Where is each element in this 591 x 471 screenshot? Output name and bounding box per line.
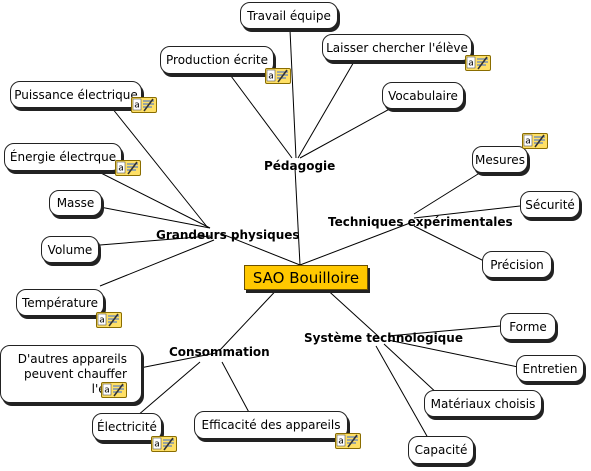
node-label: Précision [490, 257, 544, 272]
node-label: Vocabulaire [388, 88, 458, 103]
node-label: Laisser chercher l'élève [326, 40, 468, 55]
branch-pedagogie[interactable]: Pédagogie [264, 159, 336, 173]
note-icon[interactable] [334, 432, 362, 450]
note-icon[interactable] [130, 96, 158, 114]
node-label-line2: peuvent chauffer [24, 366, 127, 381]
node-label-line1: D'autres appareils [17, 351, 127, 366]
node-materiaux-choisis[interactable]: Matériaux choisis [424, 390, 542, 417]
branch-grandeurs[interactable]: Grandeurs physiques [156, 228, 300, 242]
edge-grandeurs-puissance [111, 107, 209, 229]
branch-techniques[interactable]: Techniques expérimentales [328, 215, 513, 229]
central-topic[interactable]: SAO Bouilloire [244, 265, 368, 290]
edge-central-techniques [299, 222, 411, 266]
note-icon[interactable] [264, 67, 292, 85]
edge-pedagogie-production [227, 71, 293, 159]
node-label: Entretien [522, 361, 578, 376]
edge-grandeurs-volume [99, 235, 211, 246]
node-label: Volume [47, 242, 93, 257]
edge-systeme-capacite [375, 345, 433, 446]
edge-systeme-forme [387, 325, 501, 337]
edge-pedagogie-vocabulaire [299, 105, 396, 159]
edge-consommation-electricite [129, 361, 201, 423]
node-label: Sécurité [525, 197, 575, 212]
node-label: Électricité [97, 420, 157, 434]
node-production-ecrite[interactable]: Production écrite [160, 46, 274, 74]
edge-techniques-securite [413, 205, 521, 219]
edge-techniques-precision [413, 225, 493, 266]
edge-grandeurs-masse [99, 206, 211, 229]
edge-grandeurs-energie [94, 169, 211, 229]
edge-central-pedagogie [294, 167, 301, 266]
edge-central-grandeurs [221, 233, 301, 266]
node-travail-equipe[interactable]: Travail équipe [240, 2, 338, 29]
node-precision[interactable]: Précision [482, 251, 552, 278]
node-label: Travail équipe [247, 8, 331, 23]
edge-systeme-materiaux [383, 343, 441, 397]
edge-pedagogie-laisser [297, 59, 356, 159]
node-electricite[interactable]: Électricité [92, 413, 162, 441]
edge-pedagogie-travail [289, 29, 297, 159]
node-label: Puissance électrique [14, 87, 138, 102]
node-laisser-chercher[interactable]: Laisser chercher l'élève [322, 34, 472, 61]
node-label: Température [21, 295, 98, 310]
central-topic-label: SAO Bouilloire [252, 268, 360, 287]
branch-systeme[interactable]: Système technologique [304, 331, 463, 345]
node-temperature[interactable]: Température [16, 289, 104, 316]
node-vocabulaire[interactable]: Vocabulaire [382, 82, 464, 109]
node-label: Efficacité des appareils [201, 418, 341, 432]
node-label: Masse [56, 196, 95, 210]
node-energie-electrique[interactable]: Énergie électrque [4, 143, 122, 171]
node-forme[interactable]: Forme [500, 313, 556, 340]
node-label: Capacité [414, 443, 468, 457]
note-icon[interactable] [114, 159, 142, 177]
node-masse[interactable]: Masse [49, 190, 102, 216]
edge-grandeurs-temperature [99, 239, 215, 287]
note-icon[interactable] [100, 381, 128, 399]
edge-consommation-efficacite [221, 361, 253, 419]
note-icon[interactable] [150, 435, 178, 453]
branch-consommation[interactable]: Consommation [169, 345, 270, 359]
note-icon[interactable] [464, 54, 492, 72]
node-label: Production écrite [166, 53, 268, 67]
note-icon[interactable] [95, 311, 123, 329]
note-icon[interactable] [521, 132, 549, 150]
edge-consommation-autres [139, 352, 217, 369]
node-puissance-electrique[interactable]: Puissance électrique [10, 81, 142, 108]
node-securite[interactable]: Sécurité [520, 191, 580, 218]
node-mesures[interactable]: Mesures [472, 146, 528, 173]
node-label: Mesures [475, 152, 525, 167]
node-capacite[interactable]: Capacité [408, 436, 474, 464]
node-label: Matériaux choisis [430, 396, 536, 411]
node-volume[interactable]: Volume [41, 236, 99, 263]
edge-systeme-entretien [387, 339, 519, 368]
node-efficacite-appareils[interactable]: Efficacité des appareils [194, 411, 348, 439]
node-label: Énergie électrque [9, 150, 117, 164]
node-label: Forme [509, 319, 547, 334]
node-entretien[interactable]: Entretien [516, 355, 584, 382]
